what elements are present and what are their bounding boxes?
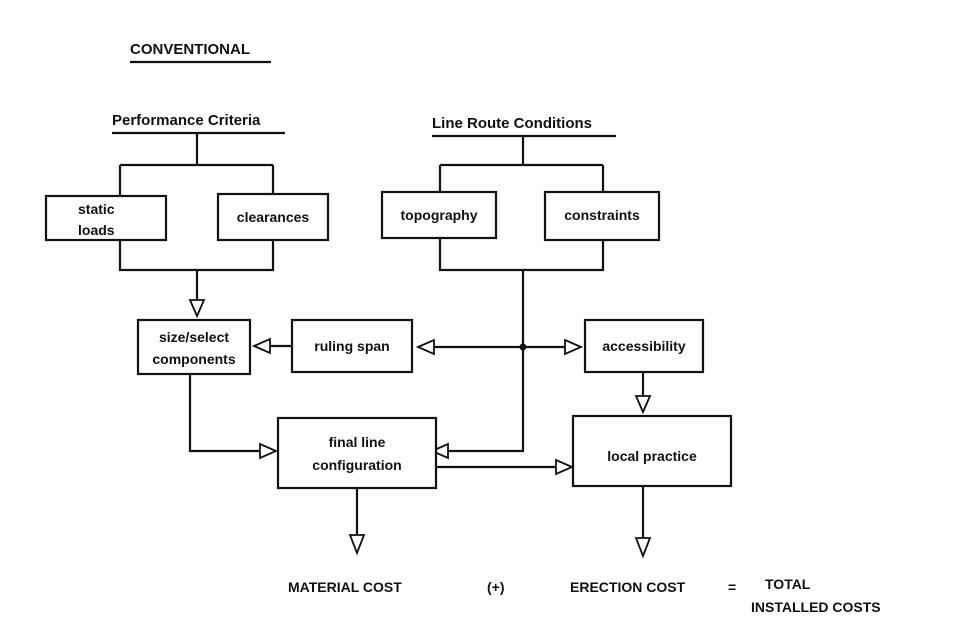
equals-sign: =: [728, 579, 736, 595]
performance-top-bracket: [118, 133, 275, 196]
arrowhead-to-material-cost: [348, 534, 366, 556]
diagram-heading: CONVENTIONAL: [130, 41, 250, 58]
node-size-select-components: size/select components: [136, 318, 252, 376]
node-local-practice: local practice: [571, 414, 733, 488]
svg-text:static: static: [78, 201, 115, 217]
arrowhead-to-local-from-final: [555, 458, 575, 476]
arrowhead-to-erection-cost: [634, 537, 652, 559]
svg-text:loads: loads: [78, 222, 115, 238]
total-label: TOTAL: [765, 576, 811, 592]
svg-text:topography: topography: [401, 207, 478, 223]
performance-criteria-title: Performance Criteria: [112, 112, 261, 129]
route-top-bracket: [438, 136, 605, 192]
arrowhead-to-final-from-size: [259, 442, 279, 460]
svg-text:clearances: clearances: [237, 209, 310, 225]
connector-size-to-final: [188, 374, 260, 453]
performance-bottom-bracket: [118, 240, 275, 300]
svg-text:final line: final line: [329, 434, 386, 450]
node-clearances: clearances: [216, 192, 330, 242]
arrowhead-to-final-from-route: [429, 442, 449, 460]
node-topography: topography: [380, 190, 498, 240]
svg-text:constraints: constraints: [564, 207, 640, 223]
node-constraints: constraints: [543, 190, 661, 242]
node-accessibility: accessibility: [583, 318, 705, 374]
erection-cost-label: ERECTION COST: [570, 579, 686, 595]
svg-text:components: components: [152, 351, 235, 367]
junction-dot: [519, 343, 527, 351]
svg-text:accessibility: accessibility: [602, 338, 685, 354]
line-route-conditions-title: Line Route Conditions: [432, 115, 592, 132]
arrowhead-to-size-select: [188, 299, 206, 319]
arrowhead-to-accessibility: [564, 338, 584, 356]
plus-sign: (+): [487, 579, 505, 595]
node-ruling-span: ruling span: [290, 318, 414, 374]
node-static-loads: static loads: [44, 194, 168, 242]
node-final-line-configuration: final line configuration: [276, 416, 438, 490]
material-cost-label: MATERIAL COST: [288, 579, 402, 595]
svg-text:configuration: configuration: [312, 457, 401, 473]
route-bottom-bracket: [438, 238, 605, 453]
svg-text:local practice: local practice: [607, 448, 697, 464]
svg-text:ruling span: ruling span: [314, 338, 389, 354]
svg-text:size/select: size/select: [159, 329, 229, 345]
installed-costs-label: INSTALLED COSTS: [751, 599, 881, 615]
arrowhead-to-size-from-ruling: [251, 337, 271, 355]
arrowhead-to-local-practice-top: [634, 395, 652, 415]
arrowhead-to-ruling-span: [415, 338, 435, 356]
